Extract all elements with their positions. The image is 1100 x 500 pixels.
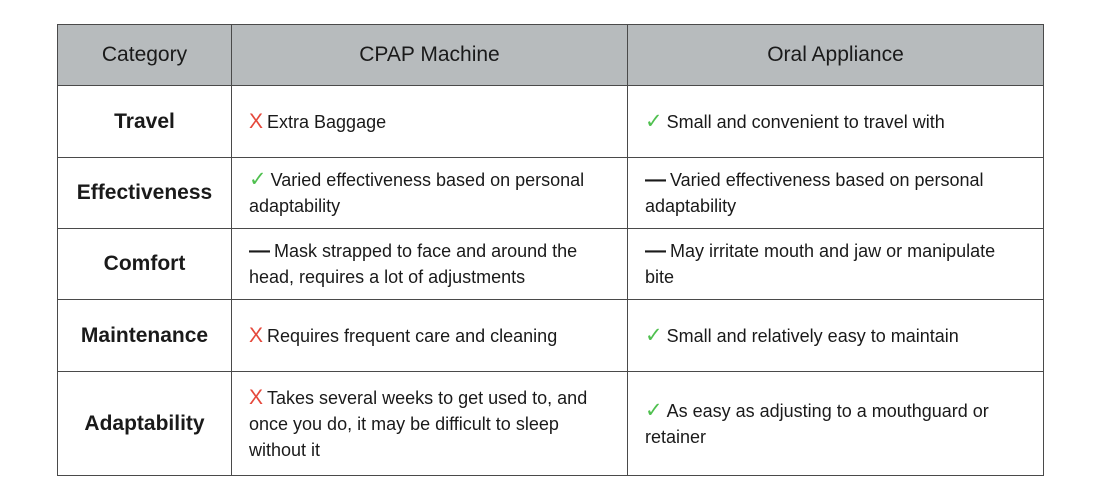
cpap-text: Varied effectiveness based on personal a…: [249, 170, 585, 216]
cpap-text: Mask strapped to face and around the hea…: [249, 241, 578, 287]
dash-icon: —: [645, 168, 666, 191]
check-mark-icon: ✓: [645, 398, 663, 422]
check-mark-icon: ✓: [645, 323, 663, 347]
table-row-comfort: Comfort —Mask strapped to face and aroun…: [57, 228, 1044, 300]
table-header: Category CPAP Machine Oral Appliance: [57, 24, 1044, 86]
header-cpap-machine: CPAP Machine: [231, 24, 628, 86]
oral-text: Small and relatively easy to maintain: [666, 325, 959, 346]
header-category: Category: [57, 24, 232, 86]
category-cell: Comfort: [57, 228, 232, 300]
check-mark-icon: ✓: [645, 109, 663, 133]
cpap-cell: —Mask strapped to face and around the he…: [231, 228, 628, 300]
x-mark-icon: X: [249, 385, 264, 409]
category-cell: Effectiveness: [57, 157, 232, 229]
cpap-cell: ✓Varied effectiveness based on personal …: [231, 157, 628, 229]
cpap-text: Takes several weeks to get used to, and …: [249, 387, 588, 460]
cpap-text: Extra Baggage: [267, 111, 387, 132]
x-mark-icon: X: [249, 323, 264, 347]
oral-text: Small and convenient to travel with: [666, 111, 945, 132]
header-oral-appliance: Oral Appliance: [627, 24, 1044, 86]
oral-cell: ✓Small and convenient to travel with: [627, 85, 1044, 158]
category-cell: Travel: [57, 85, 232, 158]
dash-icon: —: [645, 239, 666, 262]
cpap-text: Requires frequent care and cleaning: [267, 325, 558, 346]
oral-cell: ✓Small and relatively easy to maintain: [627, 299, 1044, 372]
oral-cell: ✓As easy as adjusting to a mouthguard or…: [627, 371, 1044, 476]
x-mark-icon: X: [249, 109, 264, 133]
oral-text: As easy as adjusting to a mouthguard or …: [645, 400, 989, 447]
table-row-effectiveness: Effectiveness ✓Varied effectiveness base…: [57, 157, 1044, 229]
oral-text: Varied effectiveness based on personal a…: [645, 170, 984, 216]
dash-icon: —: [249, 239, 270, 262]
check-mark-icon: ✓: [249, 168, 267, 191]
category-cell: Maintenance: [57, 299, 232, 372]
header-row: Category CPAP Machine Oral Appliance: [57, 24, 1044, 86]
oral-text: May irritate mouth and jaw or manipulate…: [645, 241, 996, 287]
category-cell: Adaptability: [57, 371, 232, 476]
oral-cell: —Varied effectiveness based on personal …: [627, 157, 1044, 229]
comparison-table: Category CPAP Machine Oral Appliance Tra…: [57, 24, 1044, 476]
oral-cell: —May irritate mouth and jaw or manipulat…: [627, 228, 1044, 300]
